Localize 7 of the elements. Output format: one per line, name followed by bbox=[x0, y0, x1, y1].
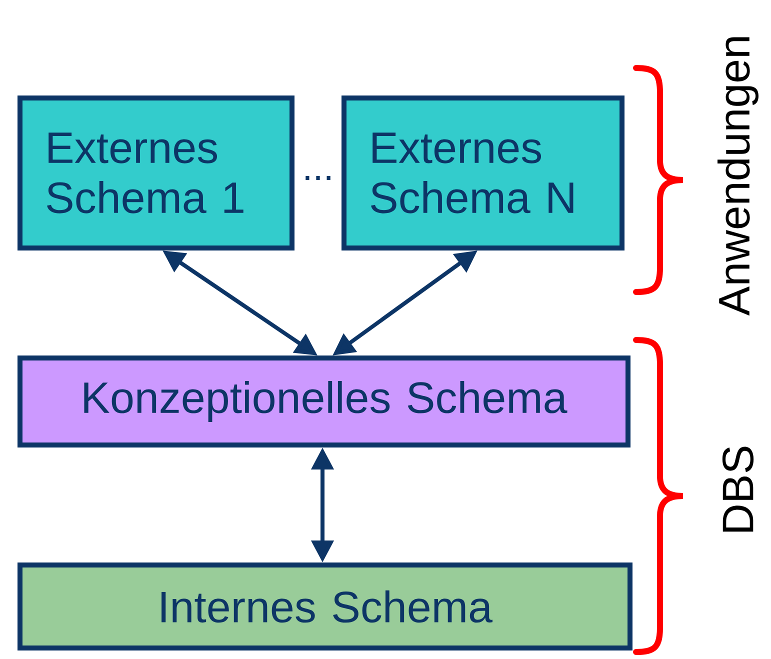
side-label: Anwendungen bbox=[718, 37, 758, 316]
schema-box: Externes Schema N bbox=[342, 96, 624, 250]
schema-box: Externes Schema 1 bbox=[18, 96, 294, 250]
schema-box: Konzeptionelles Schema bbox=[18, 356, 630, 448]
side-label: DBS bbox=[722, 446, 754, 532]
ellipsis: ... bbox=[306, 176, 330, 180]
schema-box: Internes Schema bbox=[18, 562, 632, 650]
